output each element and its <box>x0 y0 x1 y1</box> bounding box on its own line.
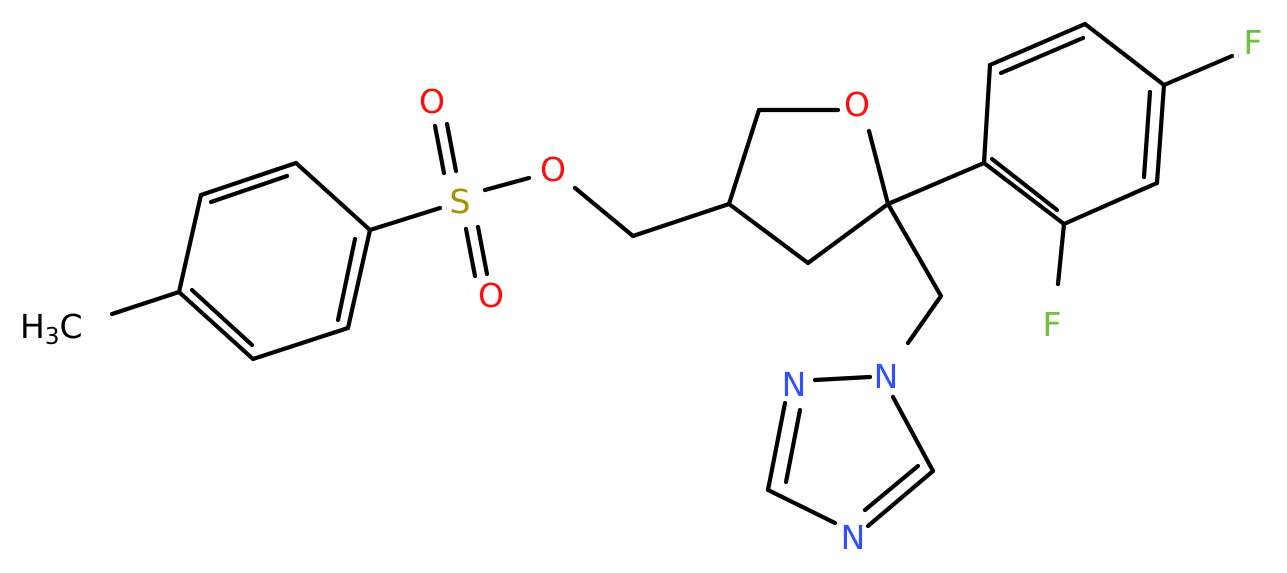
bond <box>981 160 1067 227</box>
bond-c-f <box>1055 221 1067 287</box>
bond <box>345 227 373 331</box>
bond <box>865 468 936 529</box>
methyl-subscript: 3 <box>45 324 60 350</box>
double-bond-inner <box>1141 89 1153 180</box>
bond <box>866 128 891 207</box>
bond-s-o-double <box>432 123 447 176</box>
bond <box>176 289 256 362</box>
bond <box>805 201 891 266</box>
bond <box>250 325 351 362</box>
methyl-h: H <box>20 307 45 346</box>
double-bond-inner <box>335 236 358 323</box>
bond <box>293 160 373 233</box>
difluorophenyl-ring <box>981 21 1167 227</box>
atom-sulfur: S <box>450 182 471 221</box>
atom-oxygen-sulfonyl-bottom: O <box>478 276 504 315</box>
bond <box>765 487 838 526</box>
bond <box>726 201 811 266</box>
double-bond-inner <box>783 407 803 485</box>
double-bond-inner <box>862 463 921 513</box>
bond-s-o-double <box>444 121 459 174</box>
bond-s-o <box>482 175 532 193</box>
bond-methyl <box>109 289 182 317</box>
bond-n1-n2 <box>812 374 873 383</box>
double-bond-inner <box>989 156 1060 213</box>
tolyl-ring <box>176 160 373 362</box>
double-bond-inner <box>189 287 255 348</box>
bond-c5-ch2 <box>885 201 944 299</box>
atom-oxygen-sulfonyl-top: O <box>419 82 445 121</box>
methyl-group-label: H3C <box>20 307 83 350</box>
atom-nitrogen-n4: N <box>841 518 866 557</box>
bond <box>1082 21 1167 88</box>
bond-ch2-n <box>905 293 944 346</box>
atom-fluorine-para: F <box>1244 23 1263 62</box>
double-bond-inner <box>208 173 290 205</box>
atom-oxygen-ester: O <box>540 150 566 189</box>
bond-o-ch2 <box>572 185 636 239</box>
bond <box>765 400 788 493</box>
bond-c-s <box>367 205 443 233</box>
bond <box>198 160 299 198</box>
triazole-ring <box>765 374 936 529</box>
methyl-c: C <box>59 307 82 346</box>
bond <box>987 21 1088 68</box>
bond-s-o-double <box>475 224 490 277</box>
atom-nitrogen-n1: N <box>874 357 899 396</box>
atom-oxygen-ring: O <box>844 85 870 124</box>
double-bond-inner <box>998 35 1086 76</box>
bond-ch2-c3 <box>630 201 732 239</box>
bond-c5-aryl <box>885 160 987 207</box>
bond <box>890 394 936 474</box>
bond <box>726 107 762 207</box>
atom-fluorine-ortho: F <box>1043 305 1062 344</box>
bond <box>1154 82 1167 186</box>
bond <box>176 192 204 295</box>
bond-c-f <box>1161 53 1235 88</box>
oxolane-ring <box>726 107 891 266</box>
atom-nitrogen-n2: N <box>782 365 807 404</box>
bond <box>1061 180 1160 227</box>
bond <box>981 62 993 166</box>
bond-s-o-double <box>463 226 478 279</box>
